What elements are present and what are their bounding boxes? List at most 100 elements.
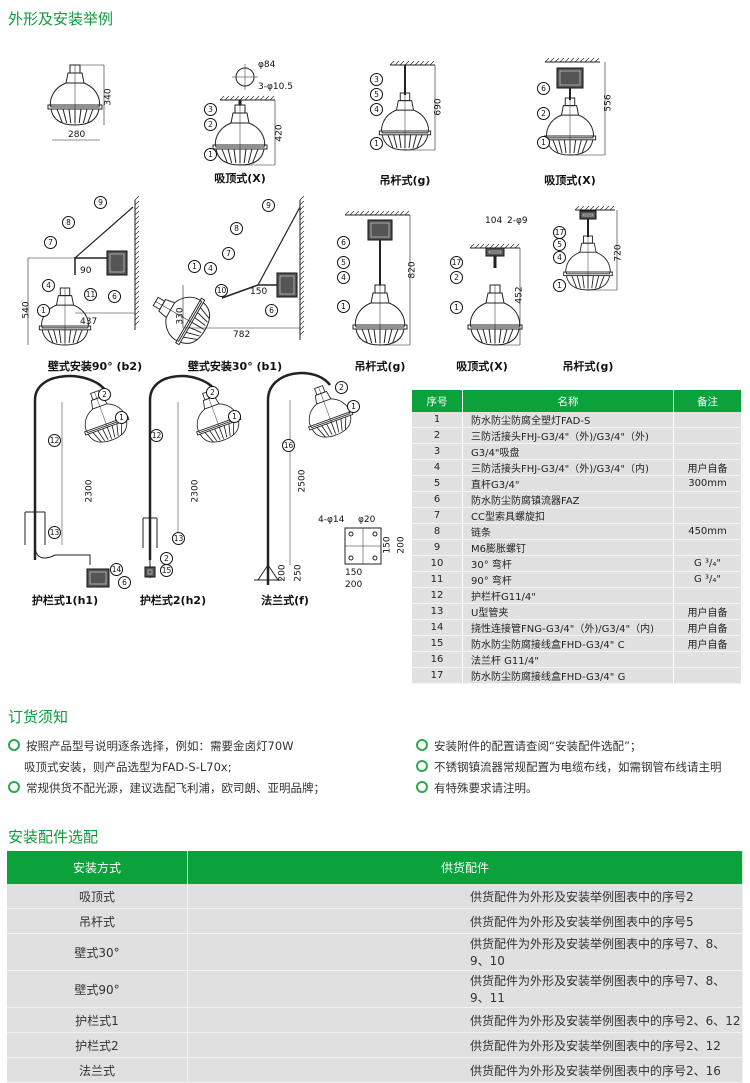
part-name: M6膨胀螺钉	[462, 539, 674, 556]
callout-number: 5	[553, 238, 566, 251]
order-note: 安装附件的配置请查阅“安装配件选配”；	[416, 738, 641, 754]
table-row: 吸顶式供货配件为外形及安装举例图表中的序号2	[7, 884, 743, 909]
dimension-label: φ84	[258, 60, 276, 70]
bullet-icon	[416, 760, 428, 772]
dimension-label: 4-φ14	[318, 515, 345, 525]
install-method: 法兰式	[7, 1057, 188, 1083]
part-name: 防水防尘防腐接线盒FHD-G3/4" G	[462, 667, 674, 684]
callout-number: 1	[37, 304, 50, 317]
callout-number: 10	[215, 284, 228, 297]
supplied-accessories: 供货配件为外形及安装举例图表中的序号2、16	[187, 1057, 743, 1083]
part-remark: G ³/₄"	[673, 571, 742, 588]
lamp-icon	[352, 284, 408, 346]
install-method: 吊杆式	[7, 908, 188, 934]
install-method: 护栏式1	[7, 1007, 188, 1033]
callout-number: 5	[370, 88, 383, 101]
lamp-icon	[378, 92, 432, 151]
dimension-label: 150	[382, 536, 393, 554]
supplied-accessories: 供货配件为外形及安装举例图表中的序号5	[187, 908, 743, 934]
callout-number: 11	[84, 288, 97, 301]
part-name: 法兰杆 G11/4"	[462, 651, 674, 668]
part-no: 3	[412, 443, 463, 460]
order-note-cont: 吸顶式安装，则产品选型为FAD-S-L70x;	[24, 760, 232, 774]
installation-drawings	[24, 57, 618, 588]
part-name: 链条	[462, 523, 674, 540]
figure-caption: 壁式安装90° (b2)	[47, 360, 143, 373]
part-remark	[673, 427, 742, 444]
part-name: G3/4"吸盘	[462, 443, 674, 460]
part-no: 6	[412, 491, 463, 508]
callout-number: 7	[44, 236, 57, 249]
callout-number: 4	[204, 262, 217, 275]
callout-number: 2	[206, 386, 219, 399]
order-note: 按照产品型号说明逐条选择，例如：需要金卤灯70W	[8, 738, 294, 754]
dimension-label: 200	[345, 580, 363, 590]
part-no: 16	[412, 651, 463, 668]
callout-number: 1	[370, 137, 383, 150]
order-note: 不锈钢镇流器常规配置为电缆布线，如需钢管布线请主明	[416, 759, 722, 775]
section-title-order: 订货须知	[8, 708, 69, 726]
lamp-icon	[212, 104, 268, 166]
part-name: 90° 弯杆	[462, 571, 674, 588]
dimension-label: 540	[21, 301, 32, 319]
supplied-accessories: 供货配件为外形及安装举例图表中的序号7、8、9、11	[187, 970, 743, 1008]
supplied-accessories: 供货配件为外形及安装举例图表中的序号2、6、12	[187, 1007, 743, 1033]
callout-number: 6	[118, 576, 131, 589]
part-no: 10	[412, 555, 463, 572]
callout-number: 4	[337, 271, 350, 284]
figure-caption: 吸顶式(X)	[214, 172, 266, 185]
part-name: 直杆G3/4"	[462, 475, 674, 492]
callout-number: 5	[337, 256, 350, 269]
callout-number: 7	[222, 247, 235, 260]
part-remark	[673, 412, 742, 428]
dimension-label: 820	[407, 261, 418, 279]
dimension-label: φ20	[358, 515, 376, 525]
part-no: 2	[412, 427, 463, 444]
callout-number: 15	[160, 564, 173, 577]
callout-number: 1	[347, 400, 360, 413]
install-method: 吸顶式	[7, 884, 188, 909]
part-remark: 300mm	[673, 475, 742, 492]
callout-number: 4	[370, 103, 383, 116]
callout-number: 1	[337, 300, 350, 313]
callout-number: 8	[62, 216, 75, 229]
callout-number: 12	[48, 434, 61, 447]
dimension-label: 150	[250, 287, 268, 297]
dimension-label: 690	[433, 98, 444, 116]
callout-number: 9	[262, 199, 275, 212]
lamp-icon	[467, 284, 523, 346]
callout-number: 2	[98, 388, 111, 401]
lamp-icon	[543, 97, 597, 156]
part-remark: 用户自备	[673, 459, 742, 476]
lamp-icon	[84, 390, 130, 443]
part-no: 14	[412, 619, 463, 636]
table-row: 壁式90°供货配件为外形及安装举例图表中的序号7、8、9、11	[7, 970, 743, 1008]
figure-caption: 吊杆式(g)	[354, 360, 406, 373]
figure-caption: 吊杆式(g)	[562, 360, 614, 373]
part-no: 17	[412, 667, 463, 684]
part-no: 15	[412, 635, 463, 652]
part-name: U型管夹	[462, 603, 674, 620]
callout-number: 6	[537, 82, 550, 95]
figure-caption: 吸顶式(X)	[544, 174, 596, 187]
dimension-label: 2-φ9	[507, 216, 528, 226]
callout-number: 17	[450, 256, 463, 269]
supplied-accessories: 供货配件为外形及安装举例图表中的序号7、8、9、10	[187, 933, 743, 971]
table-row: 吊杆式供货配件为外形及安装举例图表中的序号5	[7, 908, 743, 934]
supplied-accessories: 供货配件为外形及安装举例图表中的序号2	[187, 884, 743, 909]
part-remark	[673, 667, 742, 684]
callout-number: 6	[265, 304, 278, 317]
callout-number: 2	[204, 118, 217, 131]
dimension-label: 280	[68, 130, 86, 140]
callout-number: 8	[230, 222, 243, 235]
